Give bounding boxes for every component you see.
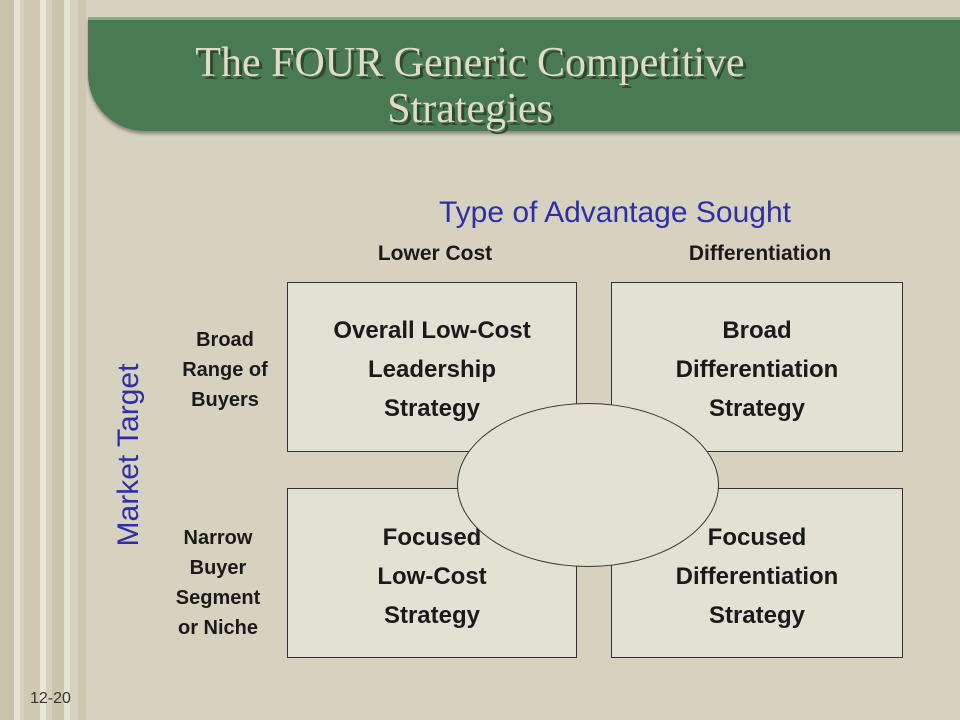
row-label-line: Range of [182, 359, 268, 381]
strategy-line: Overall Low-Cost [333, 317, 531, 344]
strategy-box-text: Focused Low-Cost Strategy [288, 518, 576, 635]
row-label-line: Segment [175, 587, 261, 609]
strategy-box-text: Broad Differentiation Strategy [612, 311, 902, 428]
strategy-box-text: Focused Differentiation Strategy [612, 518, 902, 635]
strategy-line: Strategy [708, 602, 806, 629]
row-label-line: Buyer [189, 557, 247, 579]
row-label-line: or Niche [177, 617, 259, 639]
row-label-line: Narrow [183, 527, 253, 549]
strategy-line: Strategy [383, 602, 481, 629]
row-label-broad: Broad Range of Buyers [160, 325, 290, 415]
row-label-line: Broad [196, 329, 254, 351]
strategy-line: Focused [382, 524, 482, 551]
strategy-box-text: Overall Low-Cost Leadership Strategy [288, 311, 576, 428]
decorative-stripes [0, 0, 100, 720]
row-label-narrow: Narrow Buyer Segment or Niche [153, 523, 283, 643]
strategy-line: Low-Cost [377, 563, 487, 590]
column-label-differentiation: Differentiation [688, 242, 832, 265]
slide-number: 12-20 [30, 690, 71, 707]
column-label-lower-cost: Lower Cost [377, 242, 493, 265]
center-ellipse [457, 403, 719, 567]
advantage-axis-label: Type of Advantage Sought [439, 196, 791, 229]
strategy-line: Differentiation [675, 563, 839, 590]
strategy-line: Broad [722, 317, 792, 344]
strategy-line: Differentiation [675, 356, 839, 383]
title-line-2: Strategies [387, 86, 553, 132]
strategy-line: Strategy [383, 395, 481, 422]
row-label-line: Buyers [191, 389, 259, 411]
slide-title: The FOUR Generic Competitive Strategies [100, 40, 840, 132]
title-line-1: The FOUR Generic Competitive [195, 40, 745, 86]
strategy-line: Leadership [367, 356, 497, 383]
strategy-line: Strategy [708, 395, 806, 422]
strategy-line: Focused [707, 524, 807, 551]
title-bar [88, 17, 960, 131]
market-target-axis-label: Market Target [112, 363, 145, 547]
